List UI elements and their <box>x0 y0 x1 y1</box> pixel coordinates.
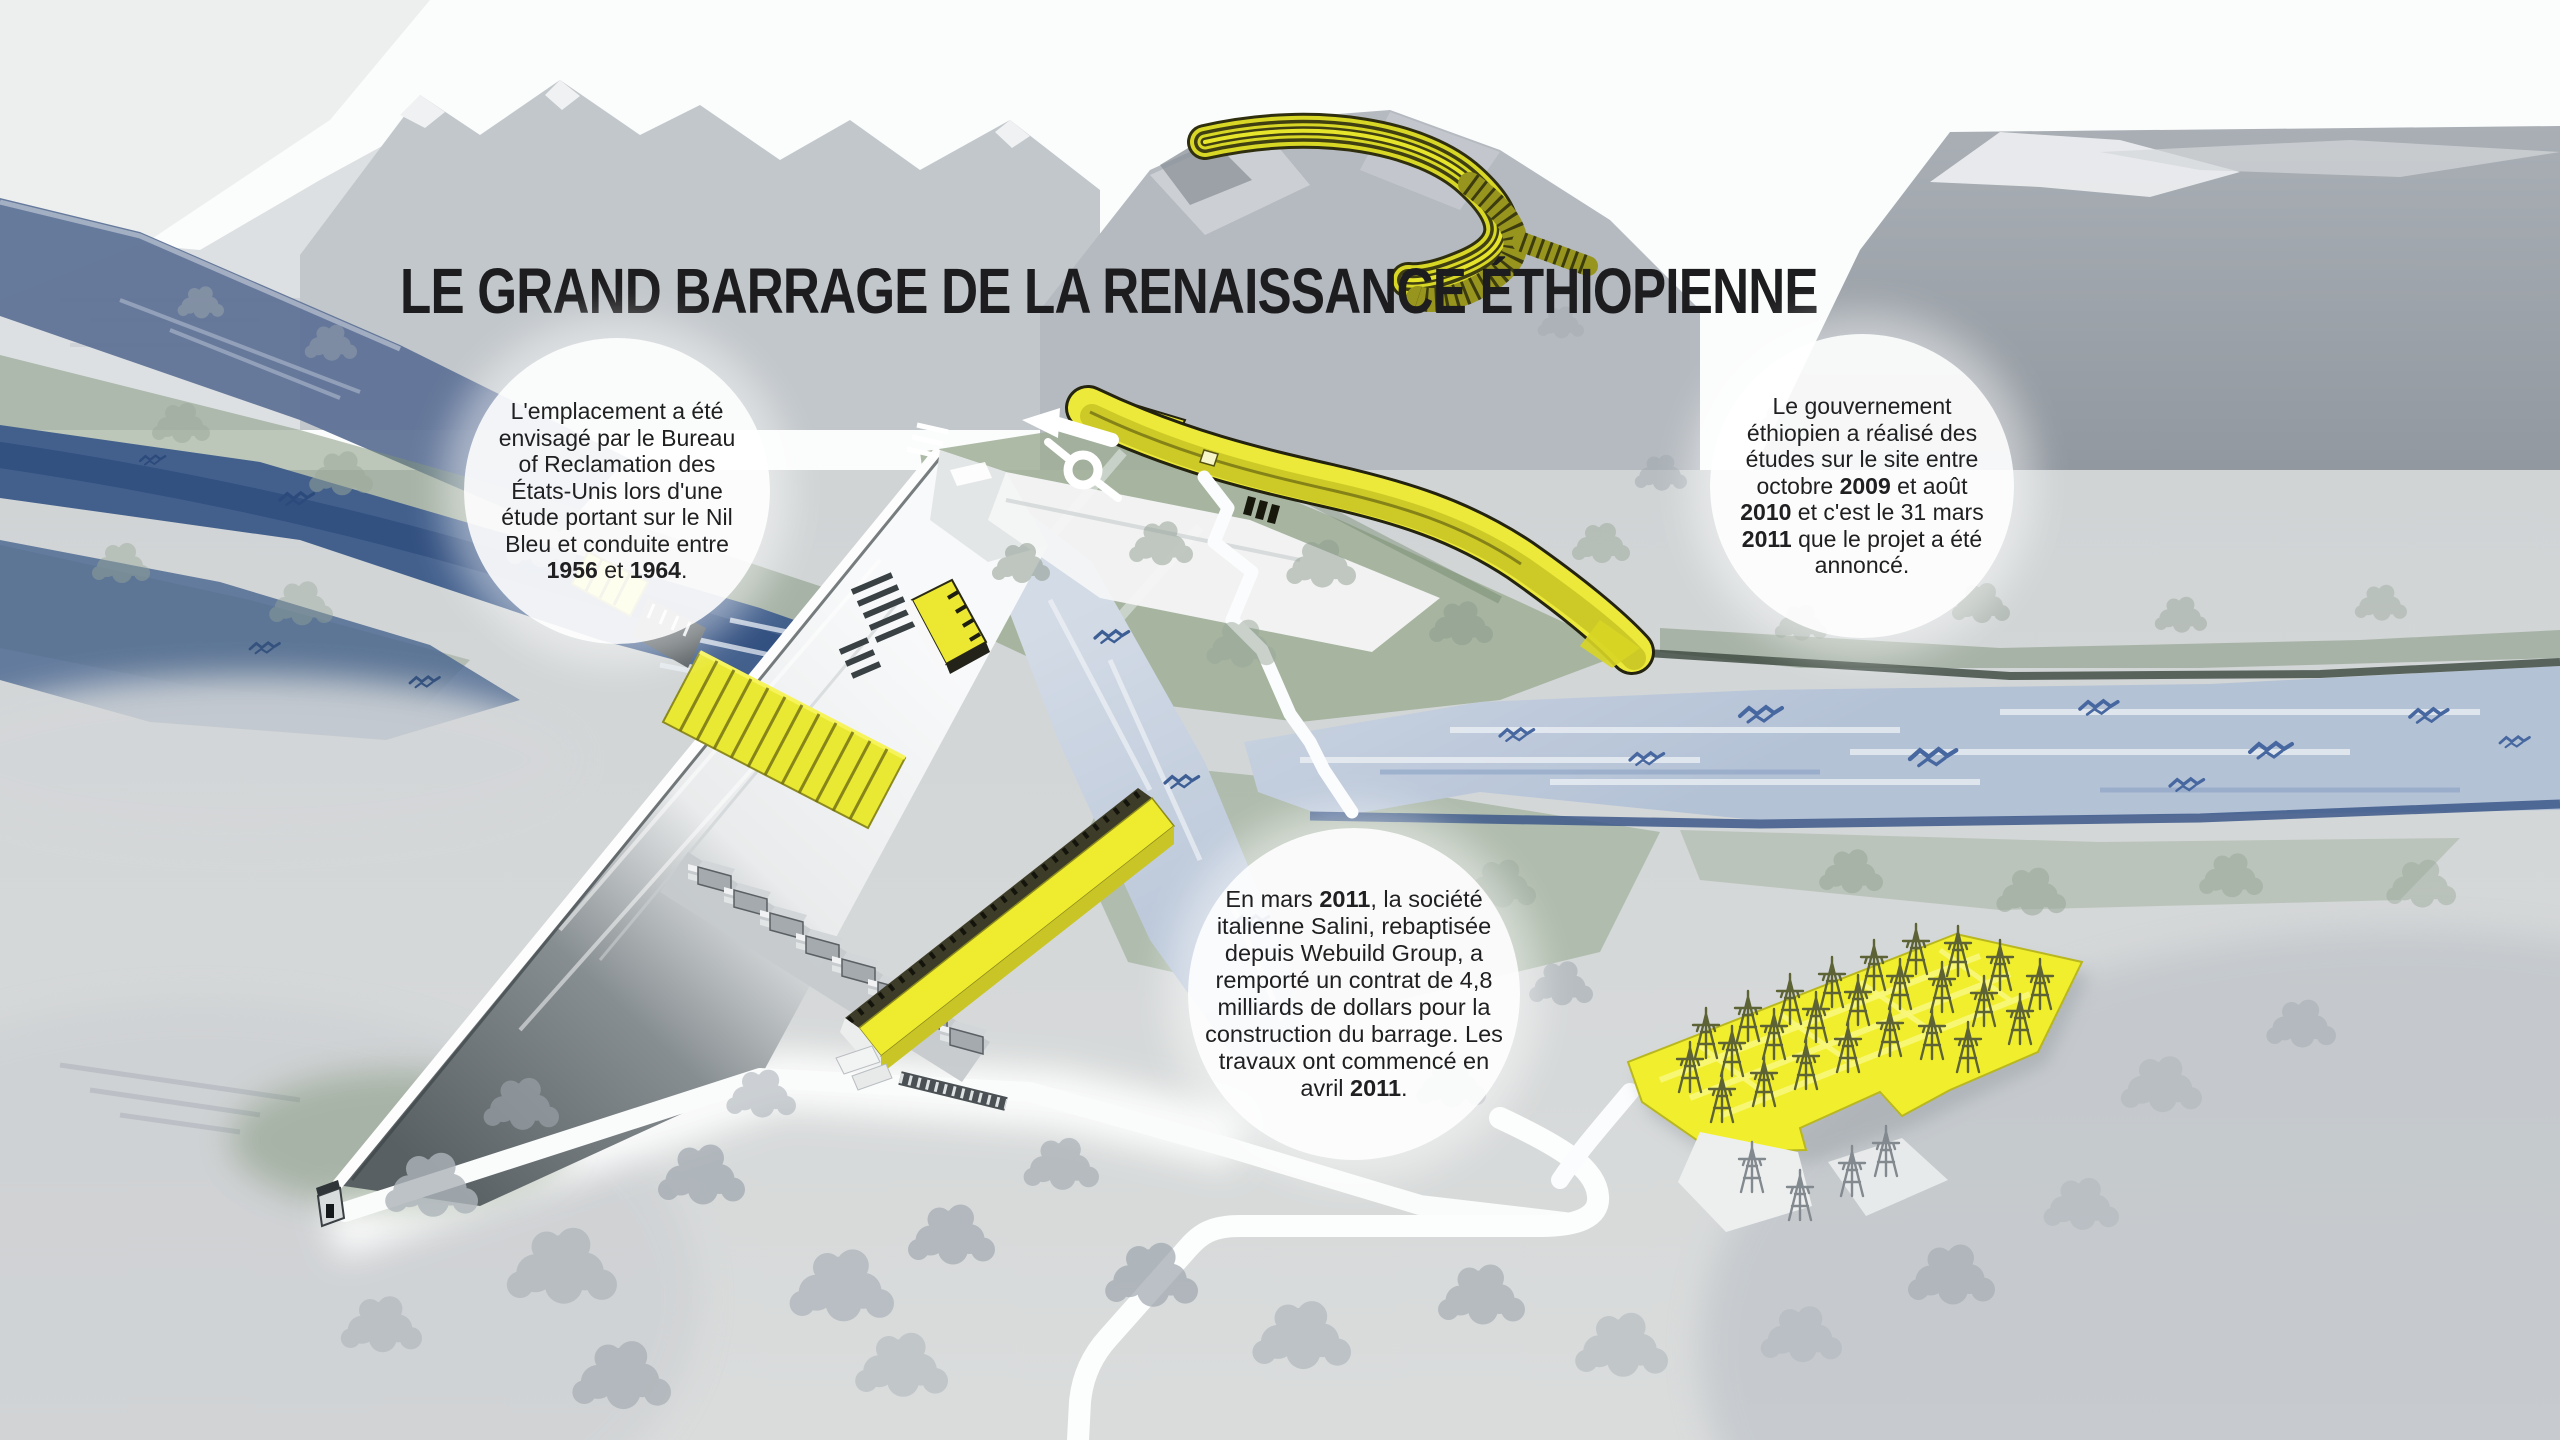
crest-stairs <box>838 572 918 679</box>
powerhouse <box>840 788 1176 1074</box>
dam-toe-road <box>335 1068 1575 1232</box>
substation-platform <box>1626 922 2090 1232</box>
mid-gates <box>1243 496 1280 524</box>
annotation-bubble-site-study: L'emplacement a été envisagé par le Bure… <box>464 338 770 644</box>
spillway-panel <box>661 650 907 830</box>
intake-wing-walls <box>988 472 1440 652</box>
annotation-bubble-construction-contract: En mars 2011, la société italienne Salin… <box>1188 828 1520 1160</box>
main-dam <box>230 422 1575 1259</box>
crest-control-building <box>904 578 990 674</box>
annotation-text: Le gouvernement éthiopien a réalisé des … <box>1740 393 1984 579</box>
annotation-text: En mars 2011, la société italienne Salin… <box>1205 886 1503 1101</box>
roundabout-icon <box>1063 450 1103 490</box>
dam-tip-gatehouse <box>316 1180 346 1228</box>
dam-face <box>337 450 1048 1206</box>
curved-saddle-dam <box>1160 112 1598 312</box>
saddle-dam <box>1065 385 1655 675</box>
page-title: LE GRAND BARRAGE DE LA RENAISSANCE ÉTHIO… <box>400 255 1819 327</box>
annotation-bubble-studies-announcement: Le gouvernement éthiopien a réalisé des … <box>1710 334 2014 638</box>
outlet-buildings <box>835 1045 1008 1111</box>
substation-spur-road <box>1551 1083 1639 1189</box>
annotation-text: L'emplacement a été envisagé par le Bure… <box>498 398 736 584</box>
road-arrow <box>1022 408 1060 438</box>
